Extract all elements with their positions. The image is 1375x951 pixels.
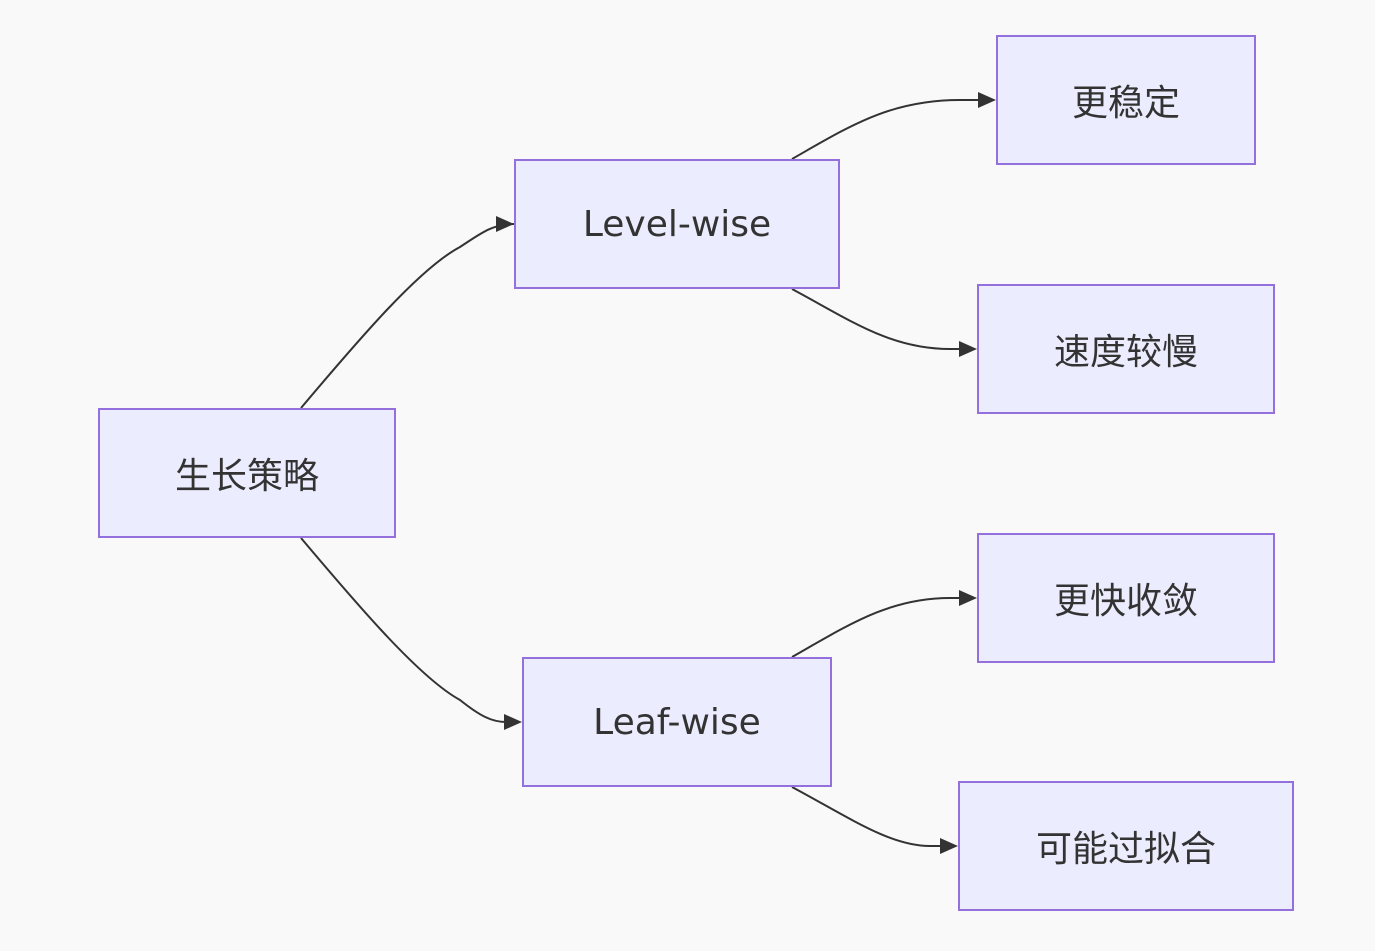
node-slower: 速度较慢 bbox=[977, 284, 1275, 414]
node-growth-strategy: 生长策略 bbox=[98, 408, 396, 538]
node-leaf-wise: Leaf-wise bbox=[522, 657, 832, 787]
node-more-stable-label: 更稳定 bbox=[1071, 83, 1180, 124]
node-may-overfit: 可能过拟合 bbox=[958, 781, 1294, 911]
arrowhead-root-to-leaf-wise bbox=[504, 714, 522, 730]
node-more-stable: 更稳定 bbox=[996, 35, 1256, 165]
node-faster-convergence: 更快收敛 bbox=[977, 533, 1275, 663]
edge-root-to-leaf-wise bbox=[300, 537, 507, 723]
node-may-overfit-label: 可能过拟合 bbox=[1035, 829, 1216, 870]
node-faster-convergence-label: 更快收敛 bbox=[1053, 581, 1198, 622]
arrowhead-level-wise-to-slower bbox=[959, 341, 977, 357]
edge-level-wise-to-more-stable bbox=[791, 99, 980, 160]
edge-leaf-wise-to-faster bbox=[791, 597, 961, 658]
edge-root-to-level-wise bbox=[300, 223, 515, 409]
node-leaf-wise-label: Leaf-wise bbox=[593, 701, 761, 743]
arrowhead-root-to-level-wise bbox=[496, 216, 514, 232]
edge-leaf-wise-to-overfit bbox=[791, 786, 942, 847]
node-level-wise-label: Level-wise bbox=[582, 203, 772, 245]
node-growth-strategy-label: 生长策略 bbox=[174, 456, 319, 497]
arrowhead-leaf-wise-to-faster bbox=[959, 590, 977, 606]
node-slower-label: 速度较慢 bbox=[1053, 332, 1198, 373]
arrowhead-level-wise-to-more-stable bbox=[978, 92, 996, 108]
edge-level-wise-to-slower bbox=[791, 288, 961, 350]
node-level-wise: Level-wise bbox=[514, 159, 840, 289]
arrowhead-leaf-wise-to-overfit bbox=[940, 838, 958, 854]
